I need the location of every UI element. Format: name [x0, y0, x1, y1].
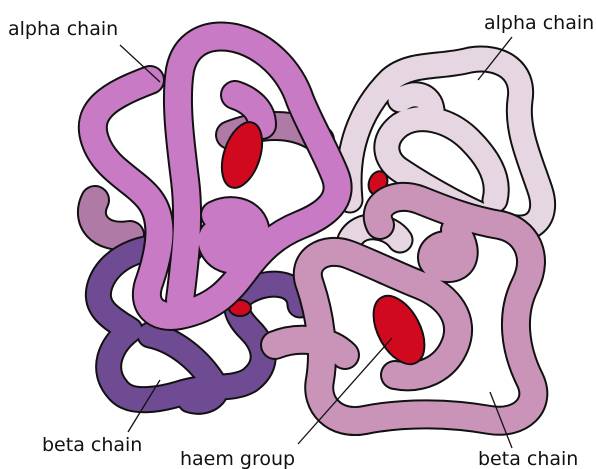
- label-alpha-chain-right: alpha chain: [484, 12, 594, 34]
- label-haem-group: haem group: [180, 448, 295, 469]
- label-beta-chain-right: beta chain: [478, 448, 578, 469]
- label-alpha-chain-left: alpha chain: [8, 18, 118, 40]
- label-beta-chain-left: beta chain: [42, 434, 142, 456]
